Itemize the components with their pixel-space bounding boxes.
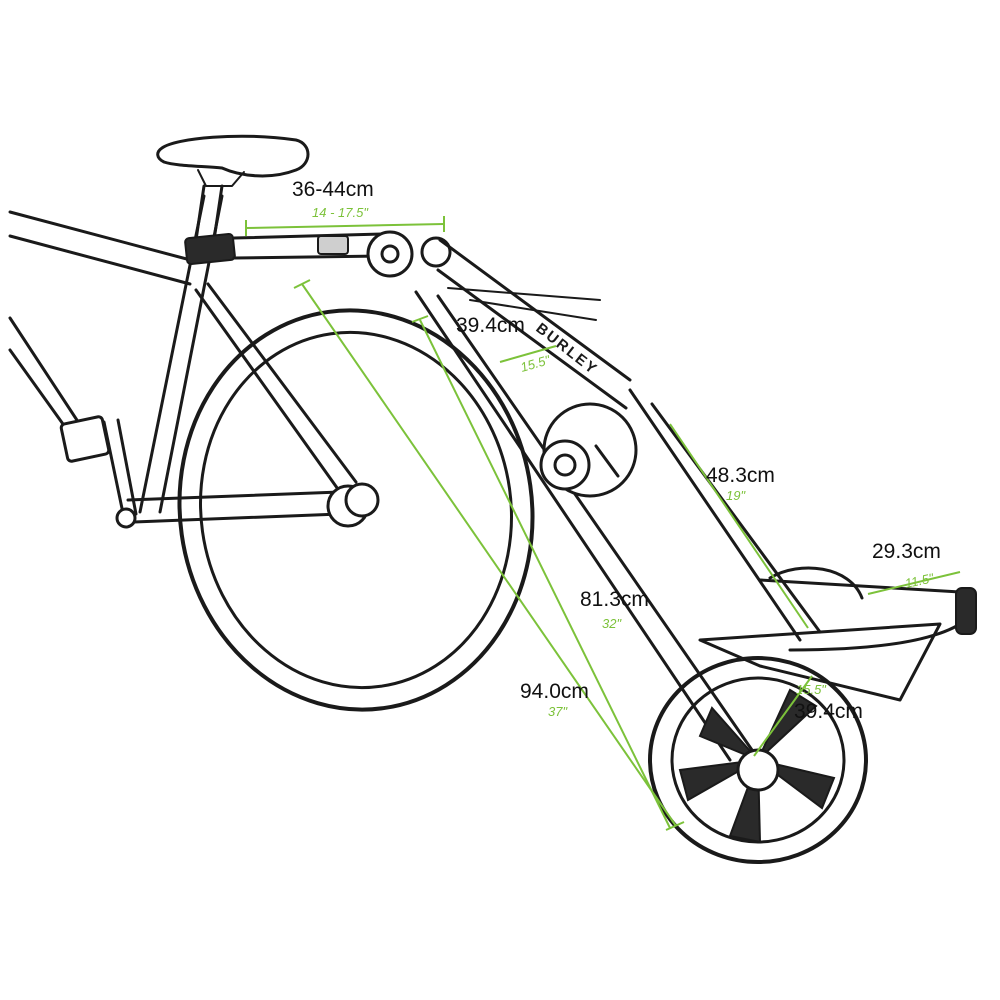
trailer-rear-wheel-fender: [768, 566, 864, 600]
trailer-seat-tube: [628, 388, 822, 642]
dim-cap-overall-length-top: [293, 279, 311, 289]
dim-metric-frame-width-lower: 39.4cm: [794, 700, 863, 723]
bicycle-pedal: [59, 415, 111, 463]
dim-imperial-seat-tube: 19": [726, 488, 746, 503]
bicycle-rear-hub-nut: [344, 482, 380, 518]
bicycle-seatpost: [194, 184, 224, 242]
hitch-arm: [232, 232, 386, 260]
trailer-upper-tube-inner: [447, 287, 601, 321]
dim-line-hitch-arm: [245, 223, 445, 229]
dim-metric-overall-length: 94.0cm: [520, 680, 589, 703]
dim-imperial-frame-length: 32": [602, 616, 622, 631]
dim-imperial-hitch-arm: 14 - 17.5": [312, 205, 369, 220]
bicycle-chain-stay: [126, 490, 342, 524]
trailer-wheel-tire: [648, 656, 868, 864]
bicycle-rear-wheel-rim: [199, 330, 513, 690]
dim-line-seat-tube: [669, 423, 809, 629]
dim-metric-seat-tube: 48.3cm: [706, 464, 775, 487]
bicycle-crank: [102, 418, 138, 520]
trailer-handlebar-grip: [955, 587, 977, 635]
bicycle-saddle: [156, 134, 310, 178]
dim-imperial-overall-length: 37": [548, 704, 568, 719]
bicycle-crank-bolt: [115, 507, 137, 529]
dim-metric-frame-width-upper: 39.4cm: [456, 314, 525, 337]
dim-cap-frame-length-top: [411, 315, 429, 323]
dim-cap-overall-length-bottom: [665, 821, 685, 831]
dim-imperial-handlebar-width: 11.5": [904, 570, 937, 591]
dim-line-handlebar-width: [867, 571, 961, 595]
hitch-arm-adjuster: [317, 235, 349, 255]
dim-line-overall-length: [301, 283, 677, 827]
dim-line-frame-width-lower: [753, 675, 813, 757]
trailer-crank-hub-center: [553, 453, 577, 477]
dim-metric-hitch-arm: 36-44cm: [292, 178, 374, 201]
hitch-joint: [420, 236, 452, 268]
trailer-crank-arm: [594, 444, 620, 478]
dim-metric-handlebar-width: 29.3cm: [872, 540, 941, 563]
dimension-lines: 36-44cm 14 - 17.5" 39.4cm 15.5" 48.3cm 1…: [245, 178, 961, 831]
hitch-clamp: [184, 232, 236, 266]
trailer-bike: BURLEY: [184, 230, 977, 864]
trailer-wheel-hub: [736, 748, 780, 792]
dim-metric-frame-length: 81.3cm: [580, 588, 649, 611]
bicycle-top-tube: [8, 210, 200, 286]
dim-line-frame-length: [419, 319, 671, 829]
bicycle-saddle-rails: [197, 169, 245, 187]
bicycle-seat-stay: [194, 282, 358, 494]
hitch-pivot-center: [380, 244, 400, 264]
dim-imperial-frame-width-lower: 15.5": [796, 682, 827, 697]
bicycle-rear-wheel-tire: [177, 308, 535, 712]
trailer-deck: [698, 622, 942, 702]
dim-line-frame-width-upper: [499, 345, 557, 363]
